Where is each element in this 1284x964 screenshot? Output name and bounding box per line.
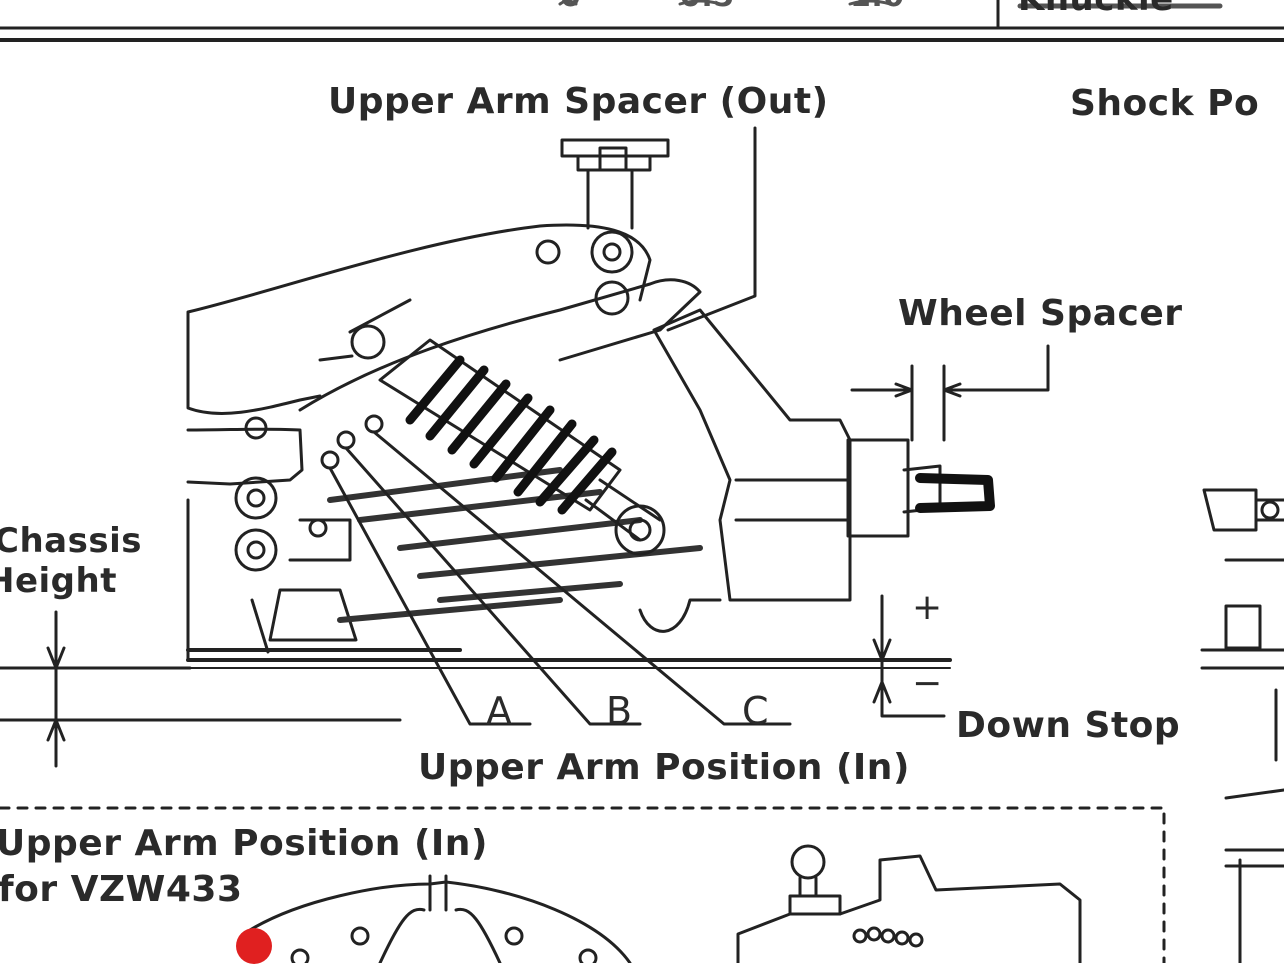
- chassis-mount-holes: [234, 476, 328, 572]
- chassis-height-dimension: [0, 610, 402, 768]
- top-table-fragment: [0, 0, 1284, 42]
- shock-absorber: [318, 298, 666, 556]
- label-plus: +: [912, 587, 943, 628]
- inset-title-line1: Upper Arm Position (In): [0, 823, 488, 864]
- label-wheel-spacer: Wheel Spacer: [898, 293, 1183, 334]
- upper-arm-holes: [320, 414, 792, 726]
- upper-arm-spacer-part: [560, 138, 670, 230]
- top-fragment-knuckle: Knuckle: [1018, 0, 1174, 16]
- top-fragment-value-1: 0: [560, 0, 581, 12]
- red-marker-dot[interactable]: [236, 928, 272, 964]
- label-upper-arm-spacer: Upper Arm Spacer (Out): [328, 81, 829, 122]
- inset-box: [0, 806, 1166, 963]
- label-chassis-height-2: Height: [0, 561, 117, 601]
- top-fragment-value-3: 1.0: [850, 0, 905, 12]
- upper-arm-spacer-leader: [666, 126, 757, 332]
- label-chassis-height-1: Chassis: [0, 521, 142, 561]
- label-upper-arm-position: Upper Arm Position (In): [418, 747, 910, 788]
- chassis-hatching: [327, 467, 703, 623]
- wheel-spacer-dimension: [850, 344, 1050, 442]
- chassis-frame: [186, 223, 952, 669]
- top-fragment-value-2: 0.5: [680, 0, 735, 12]
- down-stop-dimension: [872, 594, 946, 718]
- right-partial-view: [1200, 488, 1284, 963]
- label-minus: −: [912, 663, 943, 704]
- knuckle-block: [638, 308, 995, 633]
- inset-drawing-right: [736, 844, 1082, 963]
- label-position-a: A: [486, 689, 512, 733]
- upper-arm: [298, 230, 702, 412]
- label-position-b: B: [606, 689, 633, 733]
- inset-drawing-left: [248, 874, 632, 963]
- inset-title-line2: for VZW433: [0, 869, 243, 910]
- shock-spring: [405, 355, 617, 515]
- label-down-stop: Down Stop: [956, 705, 1181, 746]
- label-position-c: C: [742, 689, 769, 733]
- label-shock-position: Shock Po: [1070, 83, 1260, 124]
